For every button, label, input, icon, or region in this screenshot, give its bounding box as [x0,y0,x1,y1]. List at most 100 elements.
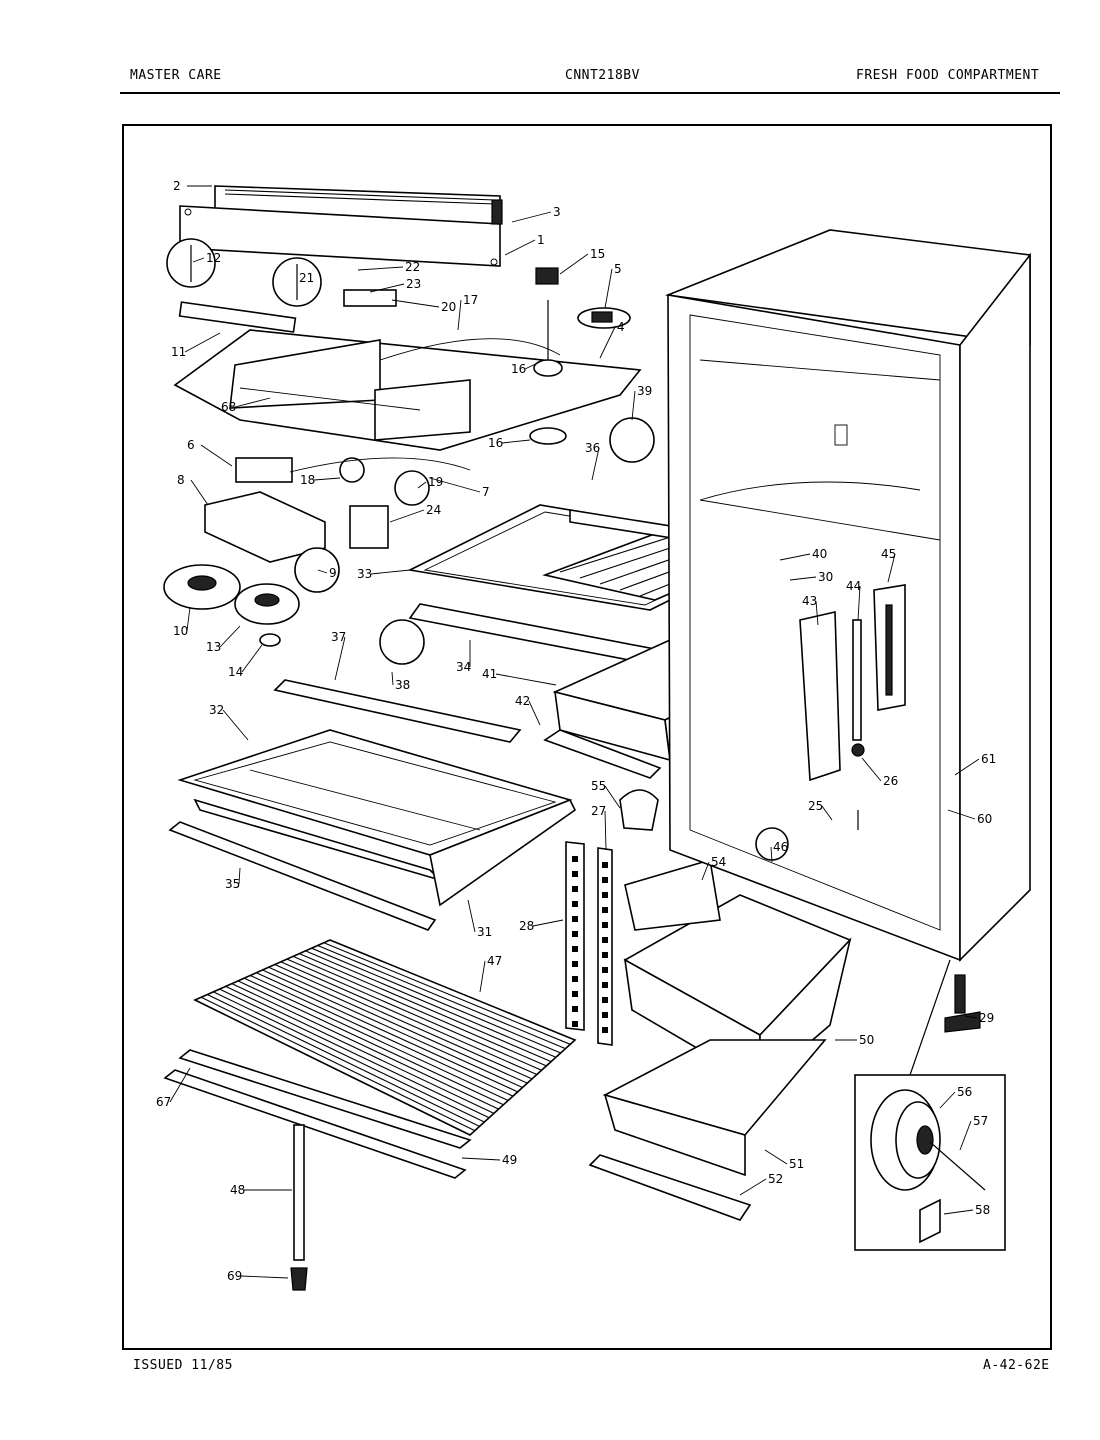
control-housing [173,300,642,451]
leader-line [238,867,241,885]
part-callout: 40 [812,547,827,561]
ladder-slot [572,1021,578,1027]
part-callout: 30 [818,570,833,584]
ladder-slot [602,922,608,928]
leader-line [357,266,404,271]
leader-line [604,810,607,851]
ladder-slot [572,976,578,982]
wire-rod [317,944,566,1050]
leader-line [192,257,205,263]
part-callout: 23 [406,277,421,291]
leader-line [219,625,241,648]
part-callout: 34 [456,660,471,674]
wire-rod [262,969,523,1089]
leader-line [954,758,980,776]
shelf-ladders [565,789,659,1046]
header-model: CNNT218BV [565,68,640,83]
wire-rod [200,996,476,1132]
wire-rod [243,977,509,1101]
part-callout: 46 [773,840,788,854]
wire-rod [207,994,480,1127]
leader-line [429,477,481,493]
part-callout: 20 [441,300,456,314]
leader-line [334,636,346,681]
leader-line [467,899,476,933]
leader-line [391,299,440,308]
leader-lines [169,185,980,1279]
wire-rod [237,980,504,1106]
lower-shelf-assembly [168,679,577,931]
leader-line [947,809,976,820]
leader-line [779,553,811,561]
leader-line [479,960,486,993]
wire-rod [268,966,528,1084]
leader-line [313,477,341,481]
part-callout: 67 [156,1095,171,1109]
part-callout: 16 [511,362,526,376]
part-callout: 32 [209,703,224,717]
leader-line [461,1157,501,1161]
part-callout: 3 [553,205,561,219]
leader-line [764,1149,788,1165]
hinge-and-fasteners [755,584,906,861]
leader-line [701,861,710,881]
wire-rod [219,988,490,1119]
leader-line [591,447,600,481]
part-callout: 60 [977,812,992,826]
wire-rod [274,964,533,1080]
part-callout: 6 [187,438,195,452]
leader-line [887,553,896,583]
part-callout: 19 [428,475,443,489]
wire-rod [305,950,557,1058]
leader-line [821,805,833,821]
leader-line [389,509,425,523]
part-callout: 38 [395,678,410,692]
part-callout: 52 [768,1172,783,1186]
leader-line [631,390,636,421]
part-callout: 54 [711,855,726,869]
ladder-slot [572,871,578,877]
caster-inset [854,959,1006,1251]
top-mounting-bar [179,185,503,267]
part-callout: 16 [488,436,503,450]
leader-line [959,1120,972,1151]
leader-line [739,1178,767,1196]
leader-line [240,1275,289,1279]
ladder-slot [602,952,608,958]
ladder-slot [572,886,578,892]
diagram-frame [122,124,1052,1350]
leader-line [234,397,271,408]
ladder-slot [602,967,608,973]
ladder-slot [602,877,608,883]
leader-line [559,253,589,275]
wire-rod [323,942,571,1045]
leader-line [504,239,536,256]
leader-line [528,700,541,726]
support-rod [290,1124,308,1291]
ladder-slot [572,916,578,922]
small-components [166,238,655,665]
leader-line [369,283,405,293]
part-callout: 48 [230,1183,245,1197]
leader-line [317,569,328,574]
ladder-slot [572,901,578,907]
ladder-slot [572,946,578,952]
leader-line [815,600,819,626]
leader-line [532,919,564,927]
ladder-slot [602,937,608,943]
ladder-slot [602,892,608,898]
footer-code: A-42-62E [983,1358,1050,1373]
header-rule [120,92,1060,94]
part-callout: 1 [537,233,545,247]
part-callout: 57 [973,1114,988,1128]
part-callout: 14 [228,665,243,679]
wire-rod [256,972,518,1093]
part-callout: 7 [482,485,490,499]
part-callout: 58 [975,1203,990,1217]
part-callout: 44 [846,579,861,593]
leader-line [964,1015,978,1019]
part-callout: 2 [173,179,181,193]
wire-rod [213,991,485,1123]
ladder-slot [572,856,578,862]
